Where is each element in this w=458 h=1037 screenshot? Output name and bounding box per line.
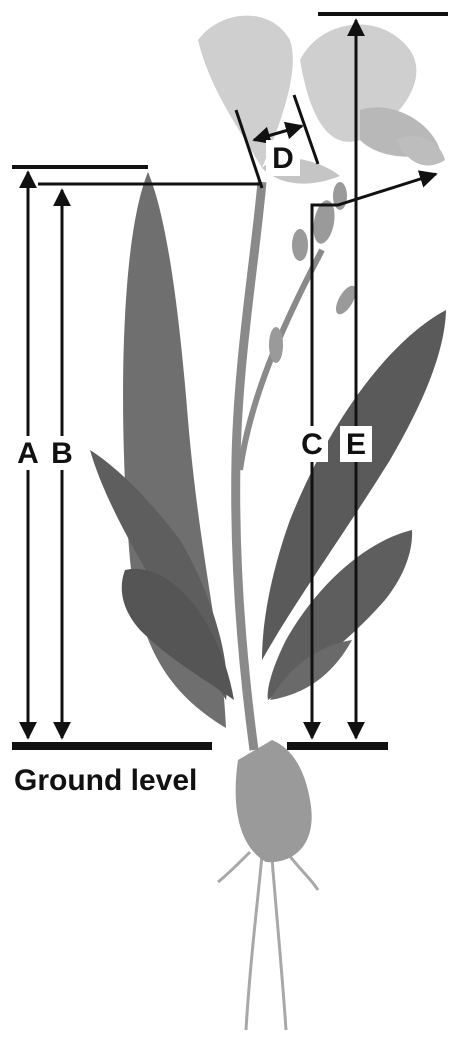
label-d: D — [272, 142, 294, 175]
flowers — [198, 16, 445, 184]
label-e: E — [346, 428, 366, 461]
bulb — [236, 740, 312, 862]
label-b: B — [51, 437, 73, 470]
roots — [218, 850, 318, 1030]
ground-level-label: Ground level — [14, 764, 197, 797]
label-a: A — [17, 437, 39, 470]
label-c: C — [301, 428, 323, 461]
